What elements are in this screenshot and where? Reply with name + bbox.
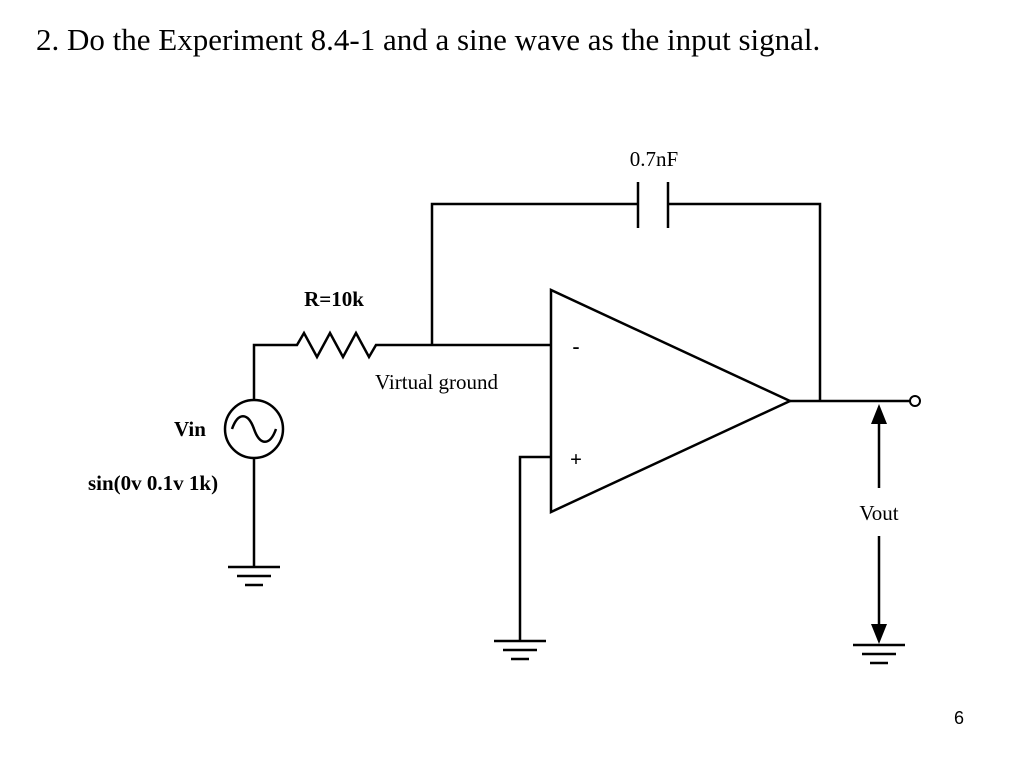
noninverting-input-wire <box>518 455 550 640</box>
virtual-ground-label: Virtual ground <box>375 370 498 394</box>
vout-arrow <box>871 404 887 644</box>
ground-symbol-output <box>853 643 905 665</box>
feedback-capacitor <box>636 182 670 228</box>
op-amp <box>549 288 793 514</box>
source-name-label: Vin <box>174 417 206 441</box>
capacitor-label: 0.7nF <box>630 147 678 171</box>
ground-symbol-source <box>228 565 280 587</box>
output-wire <box>790 395 921 407</box>
sine-source <box>223 398 285 460</box>
feedback-loop <box>430 202 822 400</box>
resistor-label: R=10k <box>304 287 364 311</box>
page-number: 6 <box>953 708 964 728</box>
noninverting-input-sign: + <box>570 447 582 471</box>
input-resistor <box>252 330 550 400</box>
ground-symbol-opamp <box>494 639 546 661</box>
inverting-input-sign: - <box>573 334 580 358</box>
slide-title: 2. Do the Experiment 8.4-1 and a sine wa… <box>36 22 821 57</box>
vout-label: Vout <box>859 501 898 525</box>
source-spec-label: sin(0v 0.1v 1k) <box>88 471 218 495</box>
